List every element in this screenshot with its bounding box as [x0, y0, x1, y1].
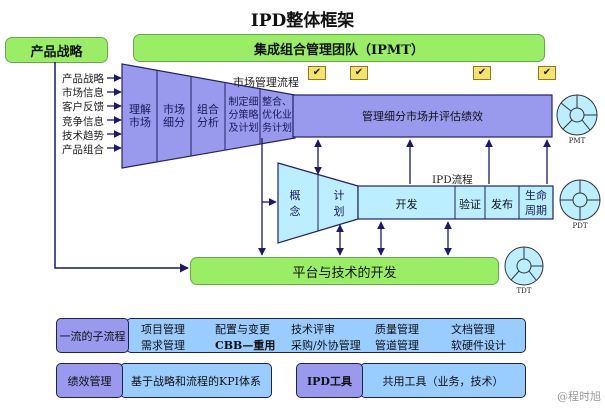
- ipd-stage: 计划: [333, 189, 345, 218]
- product-strategy-box: 产品战略: [5, 37, 108, 63]
- subprocess-items-box: 项目管理 配置与变更 技术评审 质量管理 文档管理 需求管理 CBB—重用 采购…: [126, 318, 526, 353]
- tdt-caption: TDT: [516, 287, 532, 295]
- market-funnel: [121, 63, 296, 169]
- subprocess-item: CBB—重用: [215, 339, 276, 352]
- subprocess-item: 软硬件设计: [451, 339, 506, 352]
- checkpoint-icon: ✔: [473, 66, 491, 80]
- performance-label: 绩效管理: [56, 363, 123, 398]
- market-segment: 整合、优化业务计划: [262, 97, 292, 134]
- input-item: 产品组合: [62, 144, 104, 157]
- subprocess-item: 文档管理: [451, 323, 495, 336]
- checkpoint-icon: ✔: [350, 66, 368, 80]
- market-bar-label: 管理细分市场并评估绩效: [362, 110, 483, 123]
- subprocess-item: 管道管理: [375, 339, 419, 352]
- ipd-flow-label: IPD流程: [432, 174, 473, 186]
- strategy-to-platform-arrow: [54, 62, 189, 273]
- input-list: 产品战略 市场信息 客户反馈 竞争信息 技术趋势 产品组合: [62, 72, 104, 157]
- subprocess-item: 配置与变更: [215, 323, 270, 336]
- tdt-circle: [504, 246, 544, 286]
- subprocess-label: 一流的子流程: [56, 318, 129, 353]
- input-item: 技术趋势: [62, 129, 104, 142]
- subprocess-item: 质量管理: [375, 323, 419, 336]
- ipd-stage: 验证: [459, 198, 481, 211]
- market-segment: 制定细分策略及计划: [228, 97, 259, 134]
- ipd-stage: 开发: [395, 198, 418, 211]
- market-bar: [292, 94, 553, 138]
- pdt-caption: PDT: [572, 222, 588, 230]
- platform-box: 平台与技术的开发: [190, 257, 499, 285]
- ipd-stage: 概念: [289, 189, 301, 218]
- market-segment: 组合分析: [197, 103, 219, 129]
- input-item: 市场信息: [62, 87, 104, 100]
- market-flow-label: 市场管理流程: [233, 76, 299, 89]
- ipd-stage: 生命周期: [525, 189, 547, 217]
- input-arrows: [107, 74, 122, 152]
- input-item: 客户反馈: [62, 101, 104, 114]
- input-item: 竞争信息: [62, 115, 104, 128]
- pmt-caption: PMT: [568, 137, 586, 145]
- page-title: IPD整体框架: [250, 11, 355, 31]
- input-item: 产品战略: [62, 73, 104, 85]
- checkpoint-icon: ✔: [308, 66, 326, 80]
- watermark: @程时旭: [557, 390, 601, 403]
- tools-label: IPD工具: [296, 363, 363, 398]
- subprocess-item: 需求管理: [141, 339, 185, 352]
- pdt-circle: [559, 179, 601, 221]
- pmt-circle: [556, 94, 598, 136]
- subprocess-item: 项目管理: [141, 323, 185, 336]
- tools-content: 共用工具（业务，技术）: [360, 363, 526, 398]
- ipmt-box: 集成组合管理团队（IPMT）: [133, 34, 545, 62]
- market-segment: 理解市场: [129, 103, 151, 129]
- performance-content: 基于战略和流程的KPI体系: [120, 363, 272, 398]
- ipd-stage: 发布: [491, 198, 513, 211]
- subprocess-item: 技术评审: [291, 323, 335, 336]
- subprocess-item: 采购/外协管理: [291, 339, 361, 352]
- market-segment: 市场细分: [163, 103, 185, 129]
- checkpoint-icon: ✔: [538, 66, 556, 80]
